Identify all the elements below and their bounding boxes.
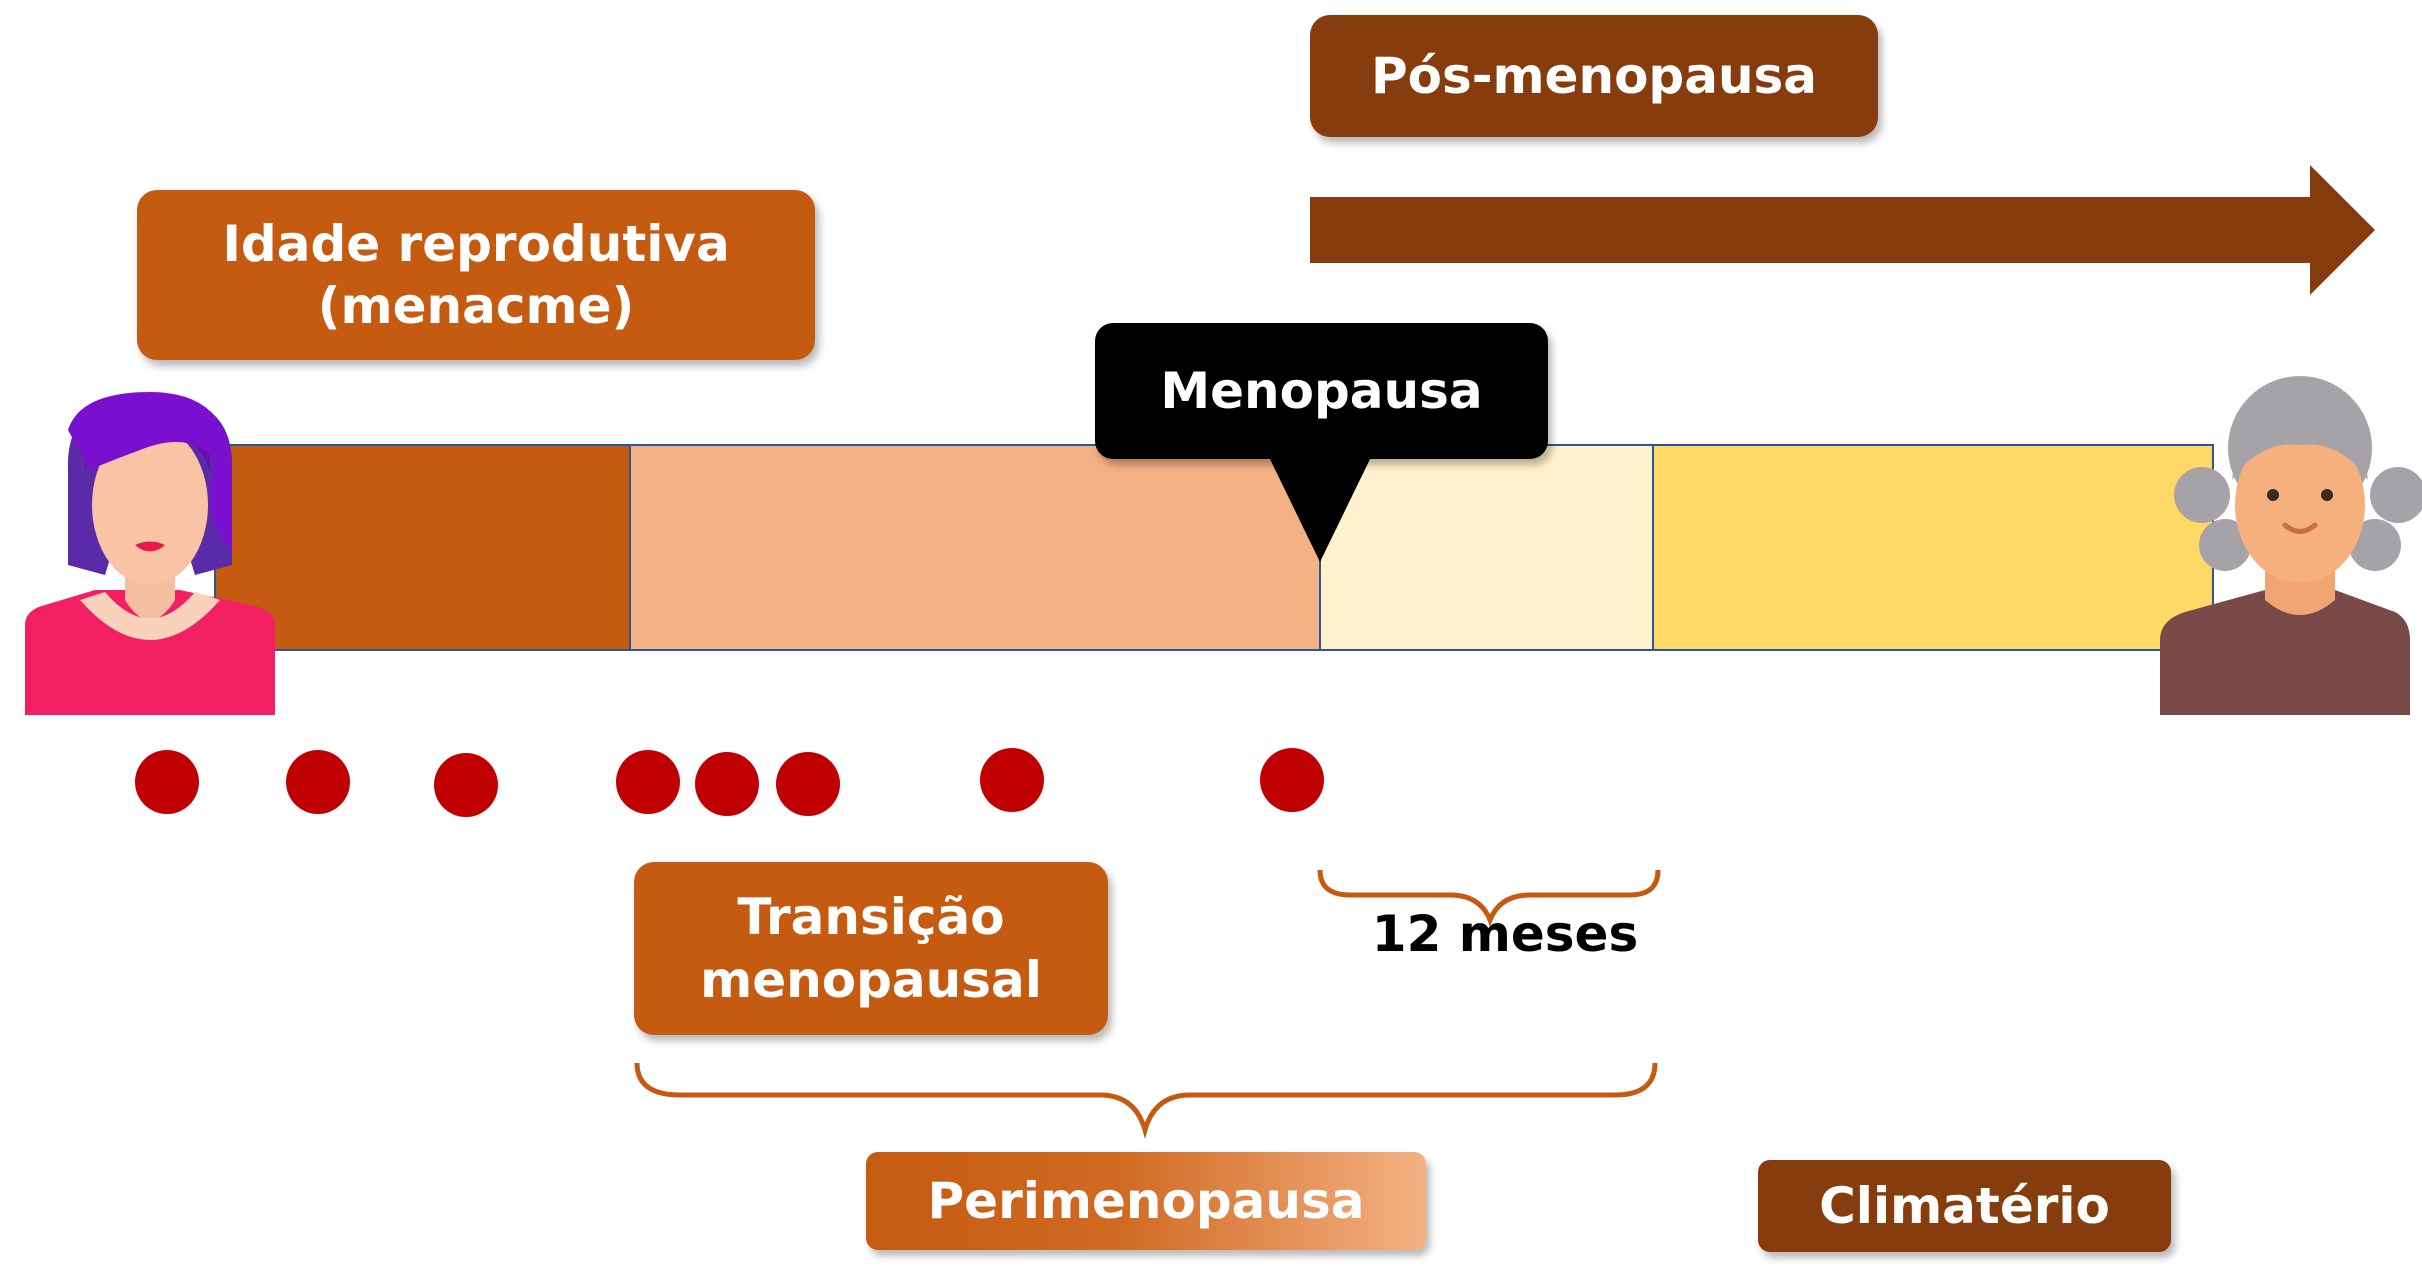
timeline-segment-transition: [629, 444, 1321, 651]
cycle-dot: [1260, 748, 1324, 812]
menopause-label: Menopausa: [1160, 361, 1483, 420]
post-menopause-label: Pós-menopausa: [1370, 46, 1818, 105]
perimenopause-label: Perimenopausa: [927, 1171, 1365, 1230]
cycle-dot: [616, 750, 680, 814]
menopausal-transition-label-box: Transição menopausal: [634, 862, 1108, 1035]
menopausal-transition-label-line2: menopausal: [700, 950, 1042, 1009]
cycle-dot: [286, 750, 350, 814]
twelve-months-brace: [1317, 869, 1661, 927]
timeline-segment-first-year: [1319, 444, 1654, 651]
menstrual-cycle-dots: [135, 748, 1324, 817]
twelve-months-label: 12 meses: [1371, 905, 1639, 963]
menopause-callout-pointer: [1268, 455, 1372, 562]
climacteric-label-box: Climatério: [1758, 1160, 2171, 1252]
cycle-dot: [135, 750, 199, 814]
perimenopause-label-box: Perimenopausa: [866, 1152, 1426, 1250]
reproductive-age-label-box: Idade reprodutiva (menacme): [137, 190, 815, 360]
perimenopause-brace: [634, 1062, 1658, 1140]
elderly-woman-icon: [2160, 376, 2422, 715]
reproductive-age-label-line1: Idade reprodutiva: [222, 214, 730, 273]
menopausal-transition-label-line1: Transição: [737, 888, 1005, 946]
post-menopause-arrow: [1310, 165, 2375, 295]
post-menopause-label-box: Pós-menopausa: [1310, 15, 1878, 137]
reproductive-age-label-line2: (menacme): [317, 277, 635, 335]
cycle-dot: [776, 752, 840, 816]
cycle-dot: [434, 753, 498, 817]
climacteric-label: Climatério: [1819, 1176, 2110, 1235]
cycle-dot: [695, 752, 759, 816]
timeline-segment-reproductive: [214, 444, 631, 651]
young-woman-icon: [25, 392, 275, 715]
cycle-dot: [980, 748, 1044, 812]
timeline-segment-late: [1652, 444, 2214, 651]
menopause-label-box: Menopausa: [1095, 323, 1548, 459]
